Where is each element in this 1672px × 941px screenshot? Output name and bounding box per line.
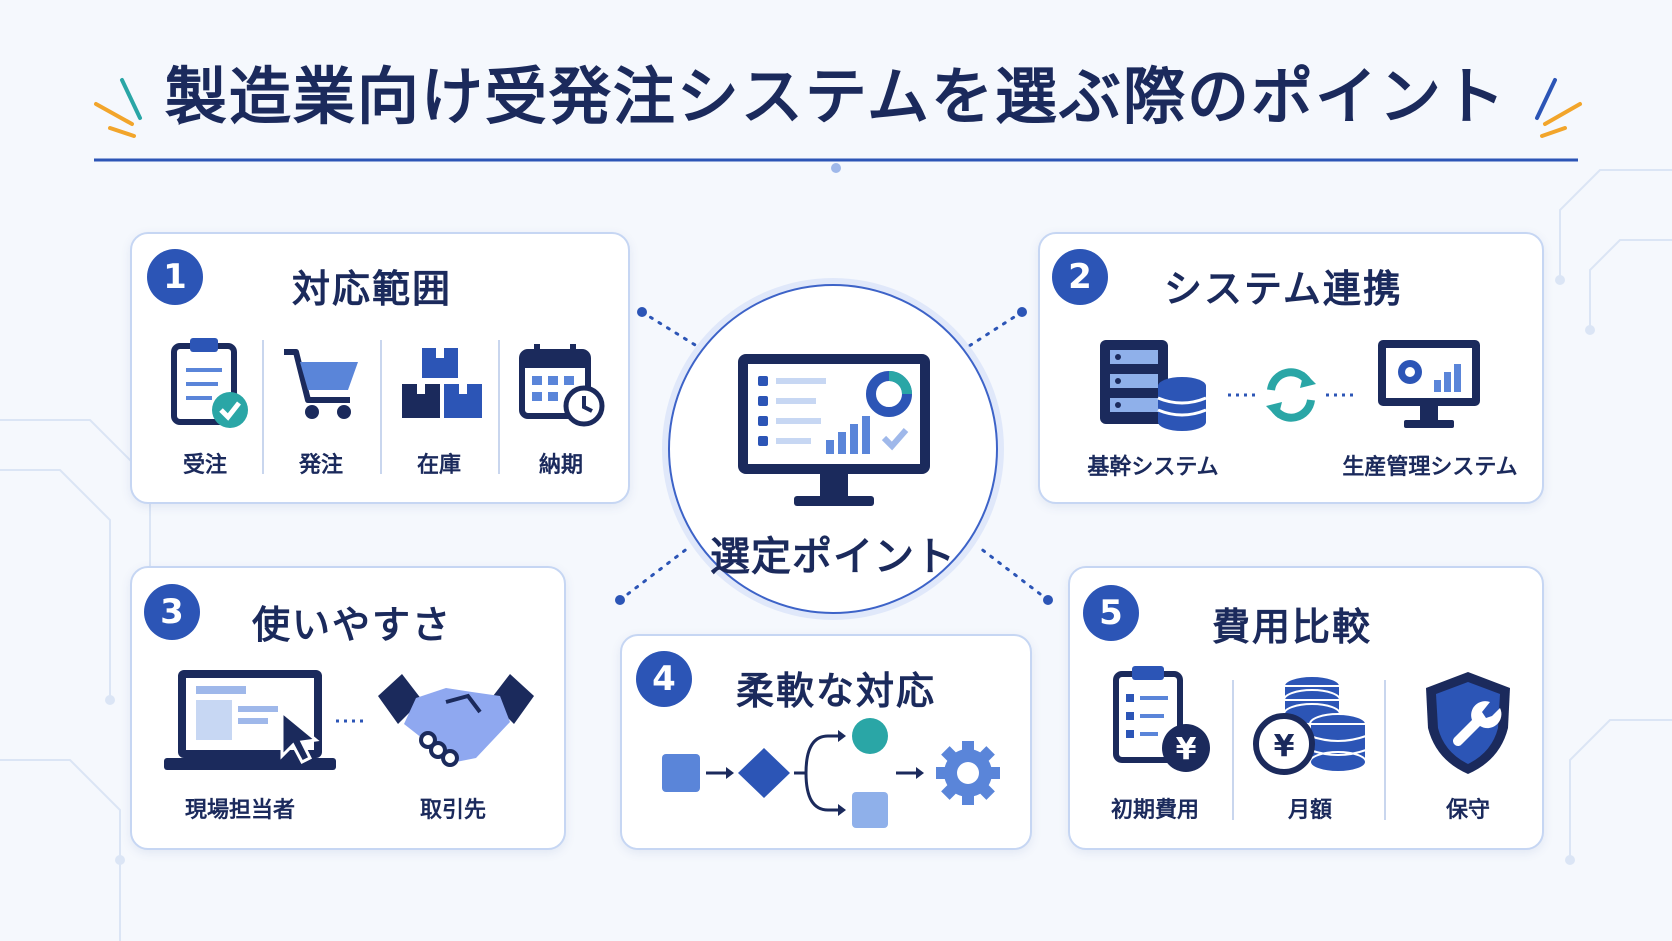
divider bbox=[1384, 680, 1386, 820]
server-database-icon bbox=[1100, 340, 1207, 431]
title-area: 製造業向け受発注システムを選ぶ際のポイント bbox=[0, 60, 1672, 134]
item-label-initial-cost: 初期費用 bbox=[1110, 798, 1199, 823]
number-badge-4: 4 bbox=[636, 651, 692, 707]
shopping-cart-icon bbox=[284, 349, 358, 419]
item-label-order-placed: 発注 bbox=[298, 453, 343, 478]
item-label-order-received: 受注 bbox=[182, 453, 227, 478]
monitor-dashboard-icon bbox=[738, 354, 930, 506]
calendar-clock-icon bbox=[519, 344, 605, 427]
item-label-inventory: 在庫 bbox=[416, 453, 461, 478]
card-title-system-integration: システム連携 bbox=[1164, 267, 1403, 311]
card-title-coverage: 対応範囲 bbox=[292, 267, 453, 311]
sync-arrows-icon bbox=[1228, 368, 1354, 422]
item-label-core-system: 基幹システム bbox=[1087, 455, 1219, 480]
svg-text:¥: ¥ bbox=[1176, 732, 1197, 767]
card-title-cost-comparison: 費用比較 bbox=[1212, 605, 1373, 649]
item-label-field-staff: 現場担当者 bbox=[184, 798, 295, 823]
clipboard-yen-icon: ¥ bbox=[1113, 666, 1210, 772]
workflow-diagram-icon bbox=[662, 718, 1000, 828]
coins-yen-icon: ¥ bbox=[1253, 675, 1367, 775]
item-label-production-management: 生産管理システム bbox=[1342, 455, 1518, 480]
number-badge-3: 3 bbox=[144, 584, 200, 640]
monitor-gear-chart-icon bbox=[1378, 340, 1480, 428]
laptop-cursor-icon bbox=[164, 670, 336, 770]
number-badge-1: 1 bbox=[147, 249, 203, 305]
divider bbox=[1232, 680, 1234, 820]
number-badge-5: 5 bbox=[1083, 585, 1139, 641]
card-title-flexibility: 柔軟な対応 bbox=[736, 669, 937, 713]
inventory-boxes-icon bbox=[402, 348, 482, 418]
divider bbox=[498, 340, 500, 474]
shield-wrench-icon bbox=[1426, 672, 1510, 774]
divider bbox=[380, 340, 382, 474]
item-label-monthly: 月額 bbox=[1287, 798, 1332, 823]
number-badge-2: 2 bbox=[1052, 249, 1108, 305]
card-title-usability: 使いやすさ bbox=[252, 603, 453, 647]
item-label-maintenance: 保守 bbox=[1445, 798, 1490, 823]
dotted-connector bbox=[336, 719, 368, 723]
clipboard-check-icon bbox=[171, 338, 248, 428]
svg-text:¥: ¥ bbox=[1274, 729, 1295, 764]
divider bbox=[262, 340, 264, 474]
center-label: 選定ポイント bbox=[710, 534, 956, 580]
page-title: 製造業向け受発注システムを選ぶ際のポイント bbox=[164, 60, 1508, 133]
item-label-business-partner: 取引先 bbox=[419, 798, 486, 823]
item-label-delivery-date: 納期 bbox=[538, 453, 583, 478]
handshake-icon bbox=[378, 674, 534, 767]
